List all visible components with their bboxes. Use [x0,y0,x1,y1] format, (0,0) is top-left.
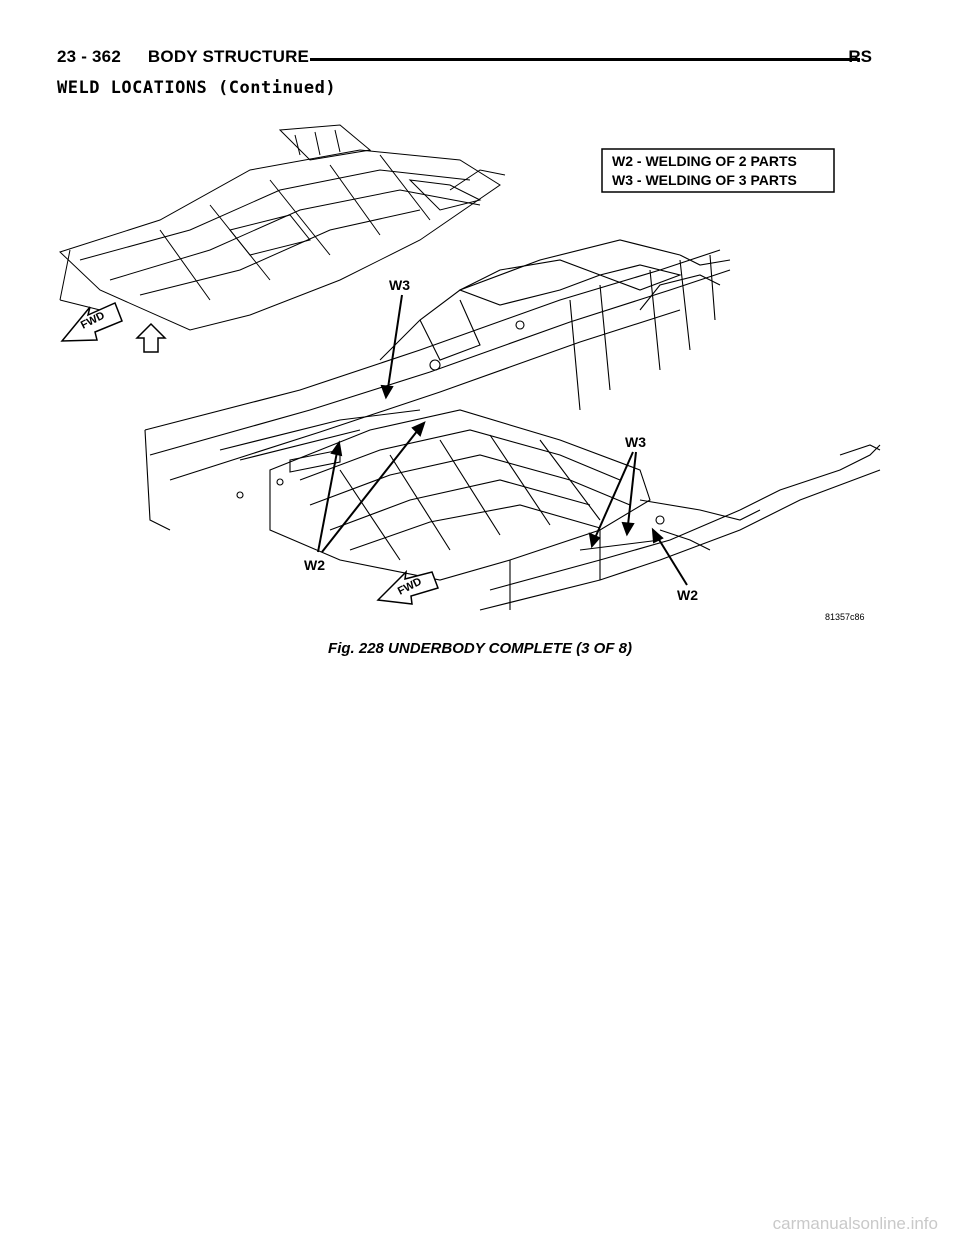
section-title: WELD LOCATIONS (Continued) [57,78,337,98]
callout-w2-left: W2 [304,557,325,573]
section-name: BODY STRUCTURE [147,47,310,66]
page-number: 23 - 362 [57,47,121,66]
main-underbody-drawing [144,239,881,611]
page-header-left: 23 - 362 BODY STRUCTURE [57,47,309,67]
underbody-figure: FWD FWD W2 - WELDING OF 2 PARTS W3 - WEL… [40,110,890,630]
callout-leaders [317,294,688,586]
inset-underbody-drawing [59,124,506,331]
fwd-arrow-icon: FWD [60,301,123,342]
legend-w3: W3 - WELDING OF 3 PARTS [612,172,797,188]
figure-id: 81357c86 [825,612,865,622]
model-code: RS [848,47,872,66]
callout-w3-top: W3 [389,277,410,293]
underbody-illustration: FWD FWD W2 - WELDING OF 2 PARTS W3 - WEL… [59,124,881,622]
callout-w3-right: W3 [625,434,646,450]
header-rule [310,58,860,61]
fwd-arrow-icon: FWD [376,569,439,605]
figure-caption: Fig. 228 UNDERBODY COMPLETE (3 OF 8) [328,640,632,657]
weld-legend: W2 - WELDING OF 2 PARTS W3 - WELDING OF … [601,148,835,193]
legend-w2: W2 - WELDING OF 2 PARTS [612,153,797,169]
watermark: carmanualsonline.info [772,1214,938,1233]
up-arrow-icon [135,322,167,353]
callout-w2-right: W2 [677,587,698,603]
